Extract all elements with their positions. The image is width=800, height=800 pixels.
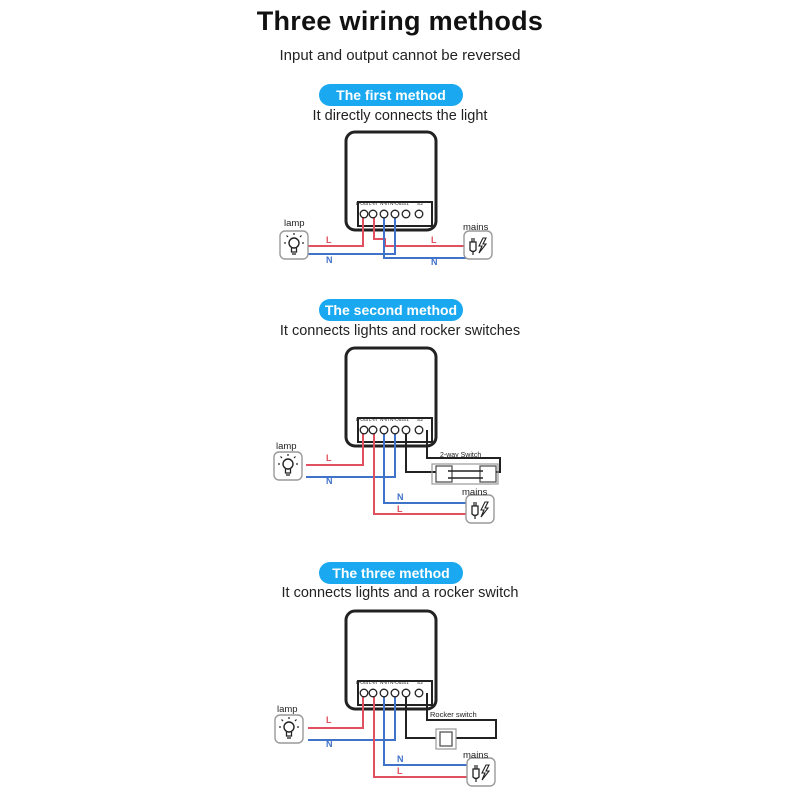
- wire-label-live: L: [397, 766, 403, 776]
- power-plug-icon: [465, 494, 495, 524]
- live-wire-mains: [373, 430, 469, 515]
- two-way-switch-frame: [431, 463, 499, 485]
- terminal-label: L-Out: [356, 680, 369, 686]
- wire-label-neutral: N: [397, 754, 404, 764]
- wire-label-live: L: [326, 715, 332, 725]
- terminal-label: L-in: [369, 417, 377, 423]
- method-3-caption: It connects lights and a rocker switch: [281, 585, 519, 601]
- switch-wire-s2: [426, 693, 497, 739]
- mains-label: mains: [463, 222, 489, 233]
- page-subtitle: Input and output cannot be reversed: [279, 47, 521, 64]
- terminal-label: N-Out: [390, 201, 403, 207]
- rocker-switch-icon: [479, 465, 497, 483]
- light-bulb-icon: [273, 451, 303, 481]
- terminal-label: S1: [403, 201, 409, 207]
- wire-label-neutral: N: [326, 476, 333, 486]
- method-1-caption: It directly connects the light: [312, 108, 488, 124]
- wire-label-neutral: N: [397, 492, 404, 502]
- method-2-caption: It connects lights and rocker switches: [279, 323, 521, 339]
- switch-wire-s1: [405, 693, 440, 739]
- light-bulb-icon: [274, 714, 304, 744]
- neutral-wire-mains: [383, 430, 469, 504]
- method-2-diagram: L-Out L-in N-in N-Out S1 S2 2-way Switch…: [273, 346, 501, 524]
- terminal-label: N-in: [380, 201, 389, 207]
- mains-label: mains: [462, 487, 488, 498]
- terminal-label: S2: [417, 680, 423, 686]
- rocker-switch-label: Rocker switch: [430, 710, 477, 719]
- neutral-wire-load: [307, 214, 396, 255]
- mains-label: mains: [463, 750, 489, 761]
- neutral-wire-mains: [383, 693, 471, 766]
- neutral-wire-load: [306, 430, 396, 478]
- terminal-label: S1: [403, 680, 409, 686]
- two-way-switch-label: 2-way Switch: [440, 452, 481, 459]
- wire-label-neutral: N: [326, 255, 333, 265]
- terminal-label: N-Out: [390, 680, 403, 686]
- neutral-wire-load: [308, 693, 396, 741]
- power-plug-icon: [466, 757, 496, 787]
- live-wire-load: [306, 430, 364, 466]
- terminal-label: N-in: [380, 417, 389, 423]
- switch-wire-s1: [405, 430, 440, 473]
- rocker-switch-icon: [435, 465, 453, 483]
- wire-label-live: L: [431, 235, 437, 245]
- method-3-diagram: L-Out L-in N-in N-Out S1 S2 Rocker switc…: [274, 609, 497, 787]
- terminal-label: S1: [403, 417, 409, 423]
- wire-label-neutral: N: [431, 257, 438, 267]
- live-wire-mains: [373, 693, 471, 778]
- method-1-pill: The first method: [319, 84, 463, 106]
- lamp-label: lamp: [276, 441, 297, 452]
- terminal-label: L-in: [369, 680, 377, 686]
- wire-label-live: L: [397, 504, 403, 514]
- neutral-wire-mains: [383, 214, 472, 259]
- wire-label-neutral: N: [326, 739, 333, 749]
- method-2-pill: The second method: [319, 299, 463, 321]
- terminal-label: L-in: [369, 201, 377, 207]
- wire-label-live: L: [326, 235, 332, 245]
- lamp-label: lamp: [277, 704, 298, 715]
- terminal-label: L-Out: [356, 201, 369, 207]
- light-bulb-icon: [279, 230, 309, 260]
- terminal-label: N-Out: [390, 417, 403, 423]
- live-wire-load: [308, 693, 364, 729]
- page-title: Three wiring methods: [256, 6, 544, 36]
- wire-label-live: L: [326, 453, 332, 463]
- lamp-label: lamp: [284, 218, 305, 229]
- terminal-label: S2: [417, 417, 423, 423]
- terminal-label: N-in: [380, 680, 389, 686]
- terminal-label: L-Out: [356, 417, 369, 423]
- method-1-diagram: L-Out L-in N-in N-Out S1 S2 L N L N lamp…: [279, 130, 493, 267]
- terminal-label: S2: [417, 201, 423, 207]
- live-wire-load: [307, 214, 364, 247]
- power-plug-icon: [463, 230, 493, 260]
- method-3-pill: The three method: [319, 562, 463, 584]
